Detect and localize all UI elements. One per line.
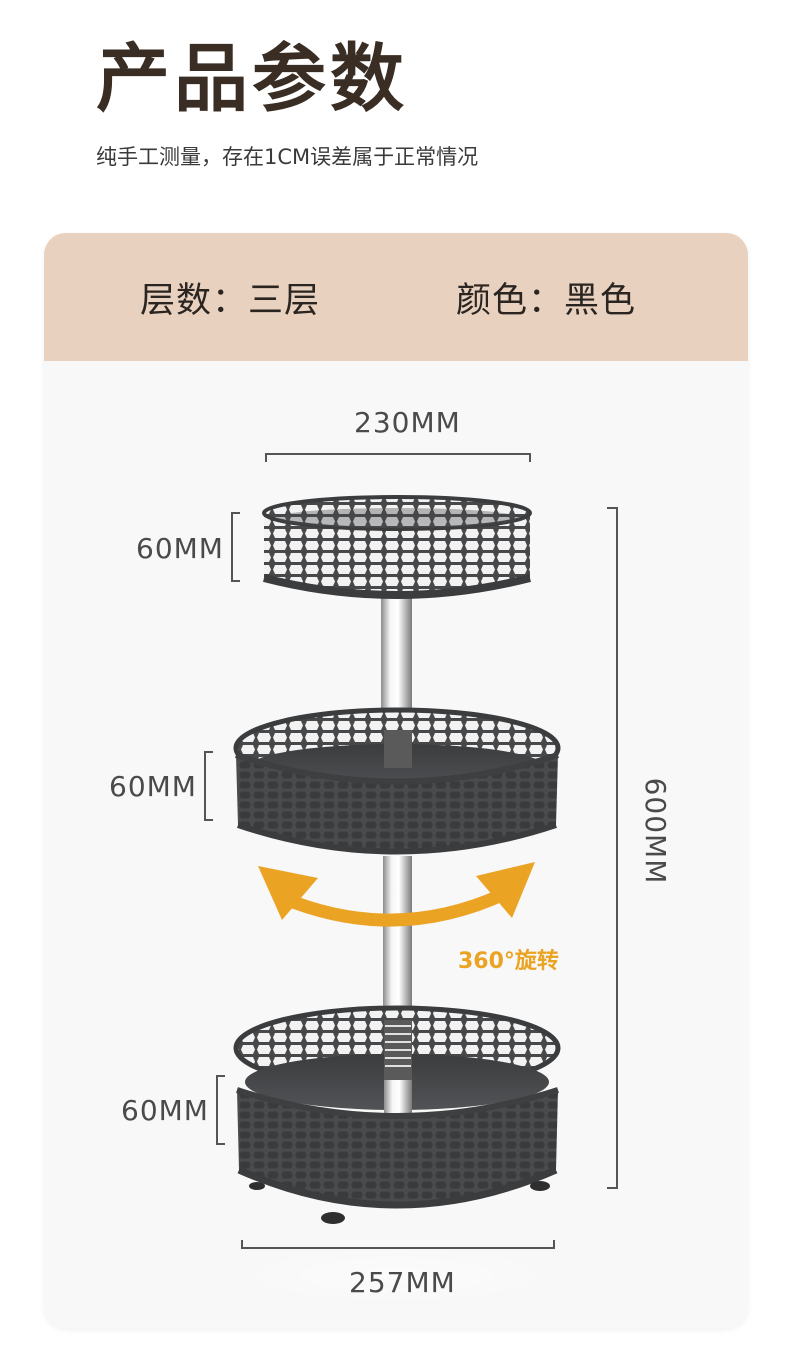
spec-card-header: 层数：三层 颜色：黑色 xyxy=(44,233,748,361)
top-width-label: 230MM xyxy=(354,406,461,439)
total-height-label: 600MM xyxy=(639,777,672,885)
middle-tray xyxy=(233,707,561,855)
floor-reflection xyxy=(227,1245,567,1305)
bottom-tray xyxy=(233,1005,561,1224)
tier1-height-label: 60MM xyxy=(136,532,224,565)
tier3-height-label: 60MM xyxy=(121,1094,209,1127)
rotation-label: 360°旋转 xyxy=(458,949,559,974)
spec-color: 颜色：黑色 xyxy=(456,281,637,321)
measurement-note: 纯手工测量，存在1CM误差属于正常情况 xyxy=(96,145,479,169)
bottom-width-label: 257MM xyxy=(349,1266,456,1299)
page-title: 产品参数 xyxy=(96,36,408,122)
top-tray xyxy=(262,495,532,599)
spec-layers: 层数：三层 xyxy=(140,281,321,321)
rotation-arrow xyxy=(258,862,535,927)
dimension-lines xyxy=(204,453,618,1249)
tier2-height-label: 60MM xyxy=(109,770,197,803)
